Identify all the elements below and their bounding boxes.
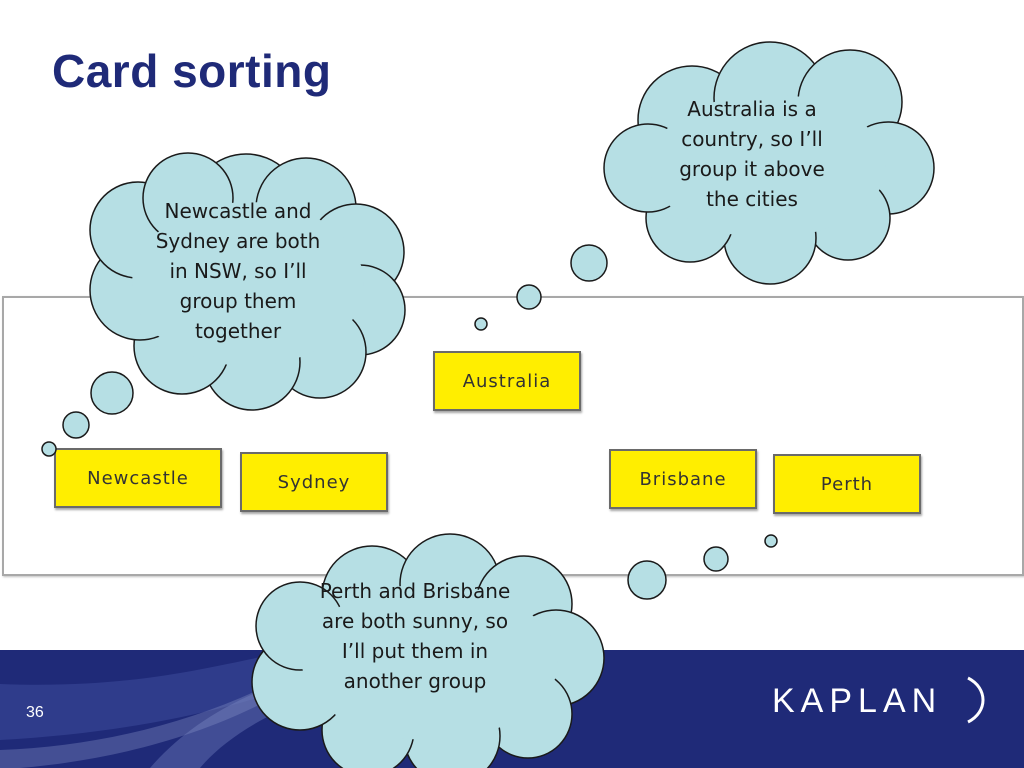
nsw-trail-bubble xyxy=(90,371,134,415)
slide-title: Card sorting xyxy=(52,45,332,97)
country-trail-bubble xyxy=(474,317,488,331)
country-thought-line: the cities xyxy=(706,187,798,211)
sunny-thought-line: are both sunny, so xyxy=(321,609,509,633)
nsw-thought-line: Sydney are both xyxy=(155,229,321,253)
card-brisbane-label: Brisbane xyxy=(639,468,727,490)
logo-text: KAPLAN xyxy=(772,682,943,720)
sunny-thought-line: another group xyxy=(343,669,487,693)
sunny-thought-text: Perth and Brisbane are both sunny, so I’… xyxy=(300,576,530,696)
country-thought-line: Australia is a xyxy=(687,97,817,121)
nsw-thought-line: Newcastle and xyxy=(164,199,312,223)
country-thought-line: country, so I’ll xyxy=(681,127,823,151)
nsw-trail-bubble xyxy=(62,411,90,439)
card-brisbane[interactable]: Brisbane xyxy=(609,449,757,509)
nsw-thought-text: Newcastle and Sydney are both in NSW, so… xyxy=(128,196,348,346)
sunny-trail-bubble xyxy=(764,534,778,548)
card-australia[interactable]: Australia xyxy=(433,351,581,411)
nsw-trail-bubble xyxy=(41,441,57,457)
country-trail-bubble xyxy=(516,284,542,310)
card-newcastle[interactable]: Newcastle xyxy=(54,448,222,508)
sunny-thought-line: I’ll put them in xyxy=(341,639,489,663)
kaplan-logo: KAPLAN xyxy=(772,676,988,724)
card-perth[interactable]: Perth xyxy=(773,454,921,514)
logo-arc-icon xyxy=(967,676,985,724)
card-newcastle-label: Newcastle xyxy=(87,467,189,489)
nsw-thought-line: group them xyxy=(179,289,297,313)
country-trail-bubble xyxy=(570,244,608,282)
page-number: 36 xyxy=(26,704,44,721)
card-australia-label: Australia xyxy=(462,370,552,392)
card-sydney-label: Sydney xyxy=(277,471,351,493)
country-thought-text: Australia is a country, so I’ll group it… xyxy=(652,94,852,214)
country-thought-line: group it above xyxy=(679,157,825,181)
sunny-trail-bubble xyxy=(703,546,729,572)
sunny-thought-line: Perth and Brisbane xyxy=(319,579,511,603)
card-perth-label: Perth xyxy=(820,473,874,495)
nsw-thought-line: together xyxy=(194,319,282,343)
sunny-trail-bubble xyxy=(627,560,667,600)
nsw-thought-line: in NSW, so I’ll xyxy=(169,259,307,283)
card-sydney[interactable]: Sydney xyxy=(240,452,388,512)
